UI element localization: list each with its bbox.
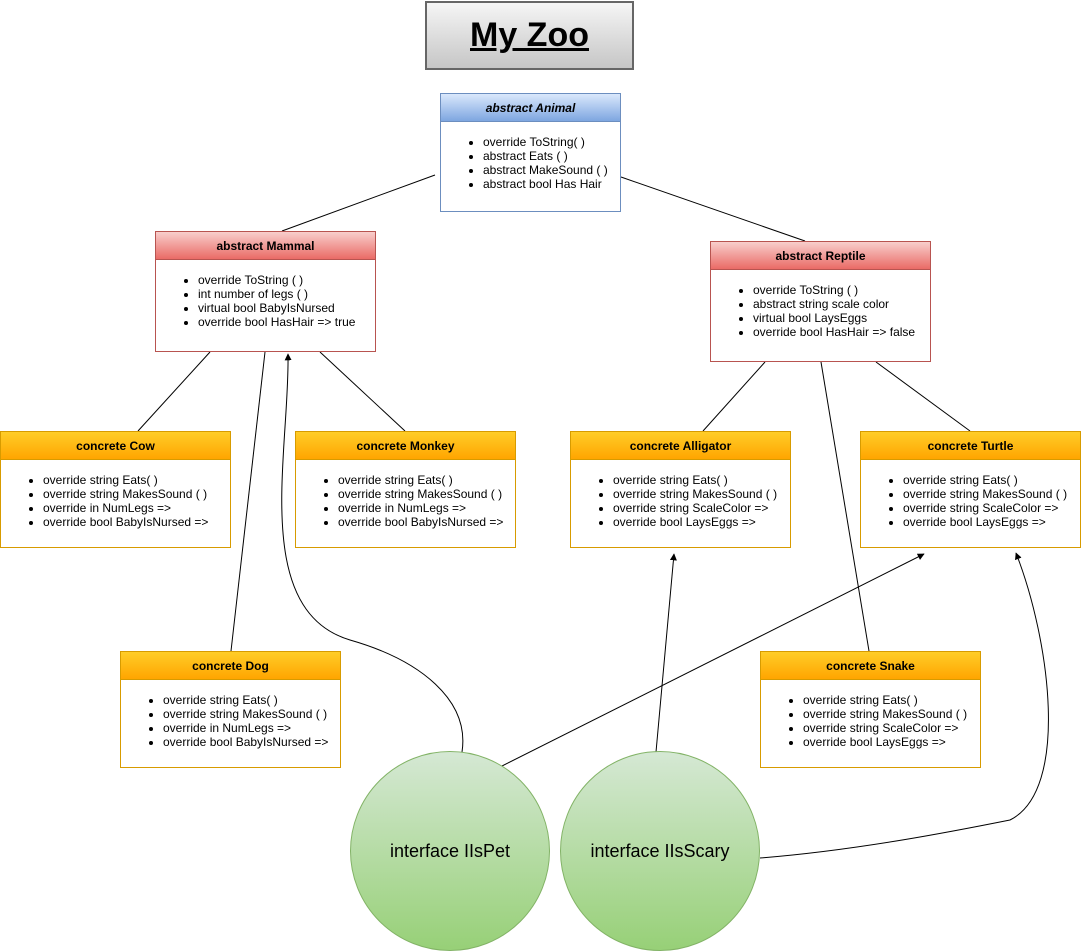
edge-reptile-turtle [875, 361, 971, 432]
member: override bool LaysEggs => [803, 735, 980, 749]
member: override bool LaysEggs => [613, 515, 790, 529]
class-animal-members: override ToString( ) abstract Eats ( ) a… [441, 122, 620, 191]
member: override in NumLegs => [338, 501, 515, 515]
class-mammal: abstract Mammal override ToString ( ) in… [155, 231, 376, 352]
interface-isscary: interface IIsScary [560, 751, 760, 951]
class-monkey-title: concrete Monkey [296, 432, 515, 460]
member: override string Eats( ) [803, 693, 980, 707]
class-dog-title: concrete Dog [121, 652, 340, 680]
class-mammal-title: abstract Mammal [156, 232, 375, 260]
member: override string MakesSound ( ) [903, 487, 1080, 501]
diagram-title: My Zoo [425, 1, 634, 70]
member: override string Eats( ) [903, 473, 1080, 487]
member: override bool BabyIsNursed => [43, 515, 230, 529]
member: override string Eats( ) [43, 473, 230, 487]
member: override string ScaleColor => [613, 501, 790, 515]
member: override ToString ( ) [198, 273, 375, 287]
class-turtle: concrete Turtle override string Eats( ) … [860, 431, 1081, 548]
edge-mammal-dog [230, 351, 266, 652]
edge-mammal-cow [137, 351, 211, 432]
member: override string MakesSound ( ) [43, 487, 230, 501]
member: override string Eats( ) [338, 473, 515, 487]
member: override bool HasHair => false [753, 325, 930, 339]
member: override string MakesSound ( ) [613, 487, 790, 501]
member: override string MakesSound ( ) [803, 707, 980, 721]
class-monkey: concrete Monkey override string Eats( ) … [295, 431, 516, 548]
member: abstract Eats ( ) [483, 149, 620, 163]
member: override in NumLegs => [43, 501, 230, 515]
member: override string Eats( ) [163, 693, 340, 707]
edge-reptile-alligator [702, 361, 766, 432]
class-cow: concrete Cow override string Eats( ) ove… [0, 431, 231, 548]
class-reptile-title: abstract Reptile [711, 242, 930, 270]
member: override bool LaysEggs => [903, 515, 1080, 529]
member: override bool BabyIsNursed => [163, 735, 340, 749]
member: abstract bool Has Hair [483, 177, 620, 191]
member: override in NumLegs => [163, 721, 340, 735]
class-animal: abstract Animal override ToString( ) abs… [440, 93, 621, 212]
class-snake-title: concrete Snake [761, 652, 980, 680]
member: override bool HasHair => true [198, 315, 375, 329]
arrow-ispet-mammal [281, 353, 464, 753]
class-animal-title: abstract Animal [441, 94, 620, 122]
class-cow-title: concrete Cow [1, 432, 230, 460]
class-snake: concrete Snake override string Eats( ) o… [760, 651, 981, 768]
class-alligator-title: concrete Alligator [571, 432, 790, 460]
edge-reptile-snake [820, 361, 870, 652]
class-dog: concrete Dog override string Eats( ) ove… [120, 651, 341, 768]
member: override string MakesSound ( ) [163, 707, 340, 721]
interface-ispet-label: interface IIsPet [389, 840, 511, 861]
class-cow-members: override string Eats( ) override string … [1, 460, 230, 529]
member: override string Eats( ) [613, 473, 790, 487]
member: abstract MakeSound ( ) [483, 163, 620, 177]
member: override ToString ( ) [753, 283, 930, 297]
class-reptile-members: override ToString ( ) abstract string sc… [711, 270, 930, 339]
edge-animal-mammal [281, 174, 436, 232]
class-dog-members: override string Eats( ) override string … [121, 680, 340, 749]
member: virtual bool LaysEggs [753, 311, 930, 325]
class-monkey-members: override string Eats( ) override string … [296, 460, 515, 529]
member: override string MakesSound ( ) [338, 487, 515, 501]
member: abstract string scale color [753, 297, 930, 311]
arrow-isscary-alligator [655, 553, 677, 753]
interface-isscary-label: interface IIsScary [590, 840, 730, 861]
class-alligator-members: override string Eats( ) override string … [571, 460, 790, 529]
edge-mammal-monkey [319, 351, 406, 432]
member: override bool BabyIsNursed => [338, 515, 515, 529]
arrow-ispet-turtle [499, 553, 925, 768]
class-mammal-members: override ToString ( ) int number of legs… [156, 260, 375, 329]
arrow-isscary-turtle [759, 552, 1049, 859]
class-alligator: concrete Alligator override string Eats(… [570, 431, 791, 548]
class-snake-members: override string Eats( ) override string … [761, 680, 980, 749]
member: int number of legs ( ) [198, 287, 375, 301]
class-turtle-title: concrete Turtle [861, 432, 1080, 460]
class-turtle-members: override string Eats( ) override string … [861, 460, 1080, 529]
interface-ispet: interface IIsPet [350, 751, 550, 951]
edge-animal-reptile [620, 176, 806, 242]
member: virtual bool BabyIsNursed [198, 301, 375, 315]
member: override string ScaleColor => [903, 501, 1080, 515]
member: override string ScaleColor => [803, 721, 980, 735]
class-reptile: abstract Reptile override ToString ( ) a… [710, 241, 931, 362]
member: override ToString( ) [483, 135, 620, 149]
